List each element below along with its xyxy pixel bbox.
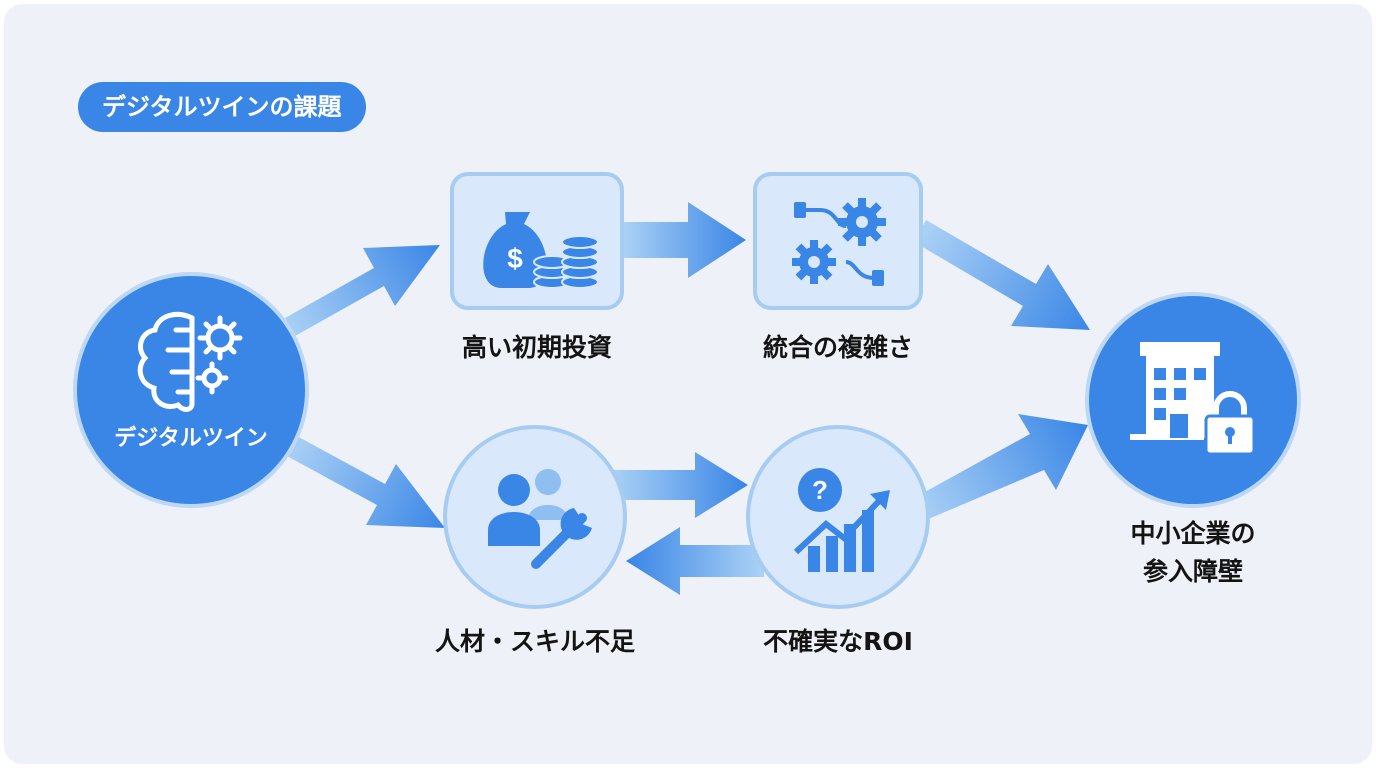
node-talent-shortage (443, 425, 627, 609)
node-digital-twin (73, 272, 309, 508)
arrow-roi-to-barrier (914, 414, 1088, 520)
page-title: デジタルツインの課題 (78, 82, 366, 132)
node-label-high-initial-investment: 高い初期投資 (461, 333, 612, 362)
arrow-start-to-talent (285, 435, 445, 528)
node-label-talent-shortage: 人材・スキル不足 (434, 627, 635, 656)
node-label-digital-twin: デジタルツイン (114, 426, 268, 451)
node-label-integration-complexity: 統合の複雑さ (762, 333, 913, 362)
gears-plug-icon (792, 198, 886, 286)
svg-text:$: $ (507, 243, 523, 274)
node-integration-complexity (753, 172, 923, 310)
arrow-start-to-cost (285, 245, 440, 336)
arrow-cost-to-integration (624, 202, 746, 278)
node-label-sme-barrier-line1: 中小企業の (1130, 519, 1256, 548)
question-chart-icon: ? (793, 468, 890, 572)
people-wrench-icon (488, 469, 592, 569)
node-label-uncertain-roi: 不確実なROI (763, 627, 913, 656)
money-bag-coins-icon: $ (483, 212, 599, 289)
svg-text:?: ? (812, 475, 828, 505)
node-sme-entry-barrier (1085, 292, 1301, 508)
arrow-integration-to-barrier (914, 220, 1090, 330)
brain-gears-icon (137, 312, 243, 412)
node-high-initial-investment: $ (450, 172, 624, 310)
arrow-talent-to-roi (612, 452, 748, 518)
arrow-roi-to-talent (626, 527, 764, 595)
node-uncertain-roi: ? (746, 425, 930, 609)
building-lock-icon (1130, 342, 1256, 456)
node-label-sme-barrier-line2: 参入障壁 (1142, 557, 1243, 586)
